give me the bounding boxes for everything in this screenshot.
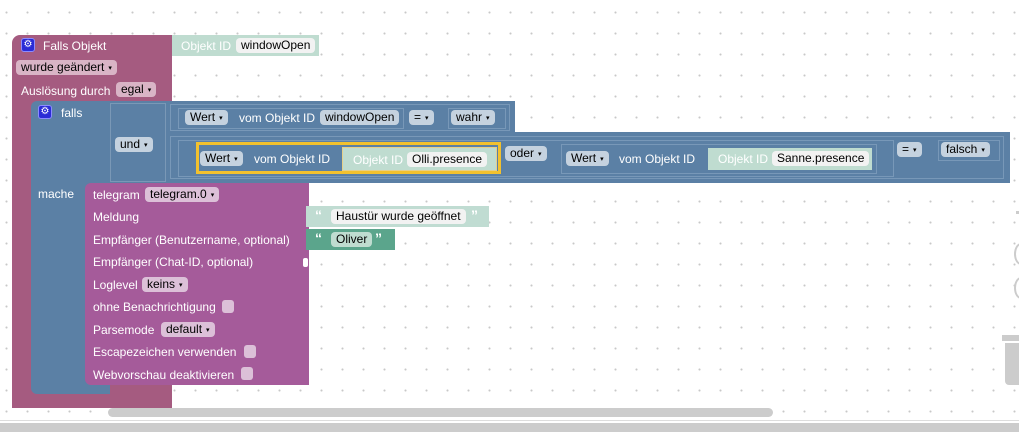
or-operator-value: oder <box>510 146 535 160</box>
object-id-field[interactable]: windowOpen <box>320 110 400 125</box>
horizontal-scrollbar[interactable] <box>108 408 773 417</box>
parsemode-dropdown[interactable]: default▾ <box>161 322 215 337</box>
quote-close-icon: ” <box>471 207 478 223</box>
change-mode-value: wurde geändert <box>21 60 105 74</box>
compare-value-block[interactable] <box>938 140 1000 161</box>
quote-open-icon: “ <box>315 230 322 246</box>
boolean-value: falsch <box>946 142 978 156</box>
recipient-chat-input-socket[interactable] <box>303 258 308 267</box>
value-of-object-block[interactable] <box>561 144 877 174</box>
condition-2-block[interactable] <box>170 136 1004 179</box>
condition-1-block[interactable] <box>170 104 510 131</box>
boolean-value: wahr <box>456 110 483 124</box>
telegram-instance-value: telegram.0 <box>150 187 207 201</box>
loglevel-label: Loglevel <box>93 278 138 292</box>
value-mode-dropdown[interactable]: Wert▾ <box>566 151 609 166</box>
trigger-by-value: egal <box>121 82 144 96</box>
value-mode-dropdown[interactable]: Wert▾ <box>200 151 243 166</box>
value-mode-dropdown[interactable]: Wert▾ <box>185 110 228 125</box>
change-mode-dropdown[interactable]: wurde geändert▾ <box>16 60 117 75</box>
compare-op: = <box>414 110 422 124</box>
message-text-block[interactable]: “ Haustür wurde geöffnet ” <box>306 206 489 227</box>
chevron-down-icon: ▾ <box>219 115 223 122</box>
recipient-user-value[interactable]: Oliver <box>331 232 373 247</box>
from-object-label: vom Objekt ID <box>254 152 331 166</box>
chevron-down-icon: ▾ <box>538 151 542 158</box>
logic-operator-value: und <box>120 137 141 151</box>
gear-icon[interactable]: ⚙ <box>21 38 35 52</box>
trigger-title: Falls Objekt <box>43 39 107 53</box>
telegram-instance-dropdown[interactable]: telegram.0▾ <box>145 187 220 202</box>
value-mode: Wert <box>205 151 231 165</box>
chevron-down-icon: ▾ <box>981 147 985 154</box>
silent-label: ohne Benachrichtigung <box>93 300 216 314</box>
parsemode-label: Parsemode <box>93 323 155 337</box>
value-of-object-block[interactable] <box>178 108 404 129</box>
or-block[interactable] <box>178 140 894 177</box>
object-id-value[interactable]: windowOpen <box>236 38 316 53</box>
bottom-bar <box>0 423 1019 432</box>
chevron-down-icon: ▾ <box>179 282 183 289</box>
chevron-down-icon: ▾ <box>600 156 604 163</box>
quote-close-icon: ” <box>375 230 382 246</box>
object-id-label: Objekt ID <box>353 153 404 167</box>
chevron-down-icon: ▾ <box>210 192 215 199</box>
telegram-title: telegram <box>93 188 140 202</box>
mache-label: mache <box>38 187 75 201</box>
chevron-down-icon: ▾ <box>147 87 152 94</box>
trigger-by-dropdown[interactable]: egal▾ <box>116 82 157 97</box>
chevron-down-icon: ▾ <box>913 147 917 154</box>
quote-open-icon: “ <box>315 207 322 223</box>
object-id-block[interactable]: Objekt ID Sanne.presence <box>708 148 872 170</box>
trash-icon[interactable] <box>1002 335 1019 385</box>
compare-operator-dropdown[interactable]: =▾ <box>897 142 922 157</box>
loglevel-dropdown[interactable]: keins▾ <box>142 277 188 292</box>
value-mode: Wert <box>190 110 216 124</box>
telegram-block[interactable] <box>85 183 309 385</box>
loglevel-value: keins <box>147 277 176 291</box>
chevron-down-icon: ▾ <box>206 327 210 334</box>
logic-operator-dropdown[interactable]: und▾ <box>115 137 153 152</box>
parsemode-value: default <box>166 322 203 336</box>
logic-and-block[interactable] <box>110 103 166 182</box>
trigger-block-bottom-bar <box>12 398 172 408</box>
from-object-label: vom Objekt ID <box>239 111 316 125</box>
message-label: Meldung <box>93 210 140 224</box>
chevron-down-icon: ▾ <box>425 115 429 122</box>
trigger-object-id-block[interactable]: Objekt ID windowOpen <box>172 35 319 56</box>
object-id-value[interactable]: Olli.presence <box>407 152 488 167</box>
webpreview-checkbox[interactable] <box>241 367 253 380</box>
boolean-dropdown[interactable]: wahr▾ <box>451 110 495 125</box>
message-value[interactable]: Haustür wurde geöffnet <box>331 209 466 224</box>
escape-checkbox[interactable] <box>244 345 256 358</box>
chevron-down-icon: ▾ <box>144 142 148 149</box>
object-id-label: Objekt ID <box>181 39 232 53</box>
escape-label: Escapezeichen verwenden <box>93 345 237 359</box>
compare-value-block[interactable] <box>448 108 506 129</box>
silent-checkbox[interactable] <box>222 300 234 313</box>
chevron-down-icon: ▾ <box>486 115 490 122</box>
falls-label: falls <box>61 106 83 120</box>
gear-icon[interactable]: ⚙ <box>38 105 52 119</box>
object-id-value[interactable]: Sanne.presence <box>772 151 870 166</box>
or-operator-dropdown[interactable]: oder▾ <box>505 146 547 161</box>
bottom-divider <box>0 420 1019 421</box>
recipient-user-label: Empfänger (Benutzername, optional) <box>93 233 290 247</box>
value-mode: Wert <box>571 151 597 165</box>
object-id-label: Objekt ID <box>718 152 769 166</box>
recenter-icon[interactable] <box>1016 211 1019 214</box>
recipient-user-text-block[interactable]: “ Oliver ” <box>306 229 395 250</box>
from-object-label: vom Objekt ID <box>619 152 696 166</box>
trigger-by-label: Auslösung durch <box>21 84 111 98</box>
compare-op: = <box>902 142 910 156</box>
chevron-down-icon: ▾ <box>108 65 112 72</box>
webpreview-label: Webvorschau deaktivieren <box>93 368 235 382</box>
compare-operator-dropdown[interactable]: =▾ <box>409 110 434 125</box>
recipient-chat-label: Empfänger (Chat-ID, optional) <box>93 255 254 269</box>
object-id-block[interactable]: Objekt ID Olli.presence <box>342 147 497 171</box>
boolean-dropdown[interactable]: falsch▾ <box>941 142 990 157</box>
chevron-down-icon: ▾ <box>234 156 238 163</box>
